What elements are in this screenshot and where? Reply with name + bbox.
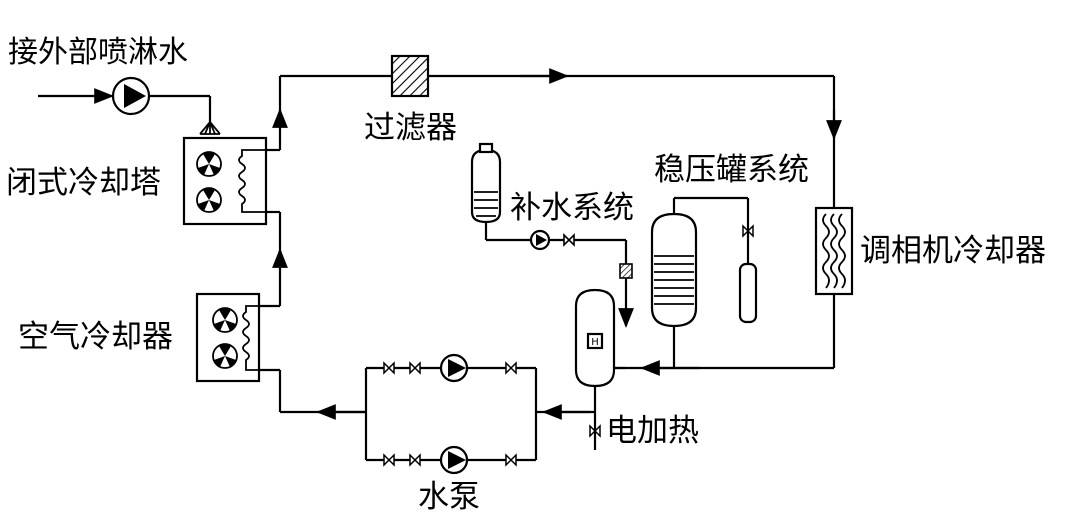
pressure-tank-label: 稳压罐系统 bbox=[654, 152, 809, 188]
condenser-cooler-label: 调相机冷却器 bbox=[860, 233, 1046, 269]
water-pump-icon bbox=[439, 353, 469, 383]
spray-pump-icon bbox=[111, 76, 151, 116]
spray-water-inlet bbox=[38, 88, 221, 135]
closed-cooling-tower bbox=[182, 136, 268, 226]
fan-icon bbox=[212, 343, 238, 369]
strainer-icon bbox=[619, 263, 633, 279]
heater-mark: H bbox=[591, 337, 599, 348]
fan-icon bbox=[196, 187, 222, 213]
filter-label: 过滤器 bbox=[364, 110, 457, 146]
makeup-pipes bbox=[484, 222, 634, 328]
heater-vessel: H bbox=[574, 288, 626, 450]
water-pump-icon bbox=[439, 445, 469, 475]
air-cooler-label: 空气冷却器 bbox=[18, 319, 173, 355]
water-pump-label: 水泵 bbox=[418, 479, 480, 515]
fan-icon bbox=[196, 151, 222, 177]
valve-icon bbox=[563, 233, 575, 247]
gas-cylinder bbox=[738, 262, 758, 324]
makeup-system-label: 补水系统 bbox=[510, 190, 634, 226]
coil-icon bbox=[238, 149, 266, 213]
valve-icon bbox=[383, 361, 517, 467]
makeup-water-tank bbox=[470, 142, 502, 224]
filter bbox=[390, 54, 430, 98]
heater-label: 电加热 bbox=[606, 413, 699, 449]
makeup-pump-icon bbox=[529, 229, 551, 251]
pressure-tank bbox=[650, 196, 754, 368]
spray-water-label: 接外部喷淋水 bbox=[8, 35, 188, 70]
condenser-cooler bbox=[814, 206, 854, 296]
fan-icon bbox=[212, 307, 238, 333]
closed-tower-label: 闭式冷却塔 bbox=[6, 165, 161, 201]
air-cooler bbox=[195, 292, 261, 383]
coil-icon bbox=[242, 305, 259, 371]
